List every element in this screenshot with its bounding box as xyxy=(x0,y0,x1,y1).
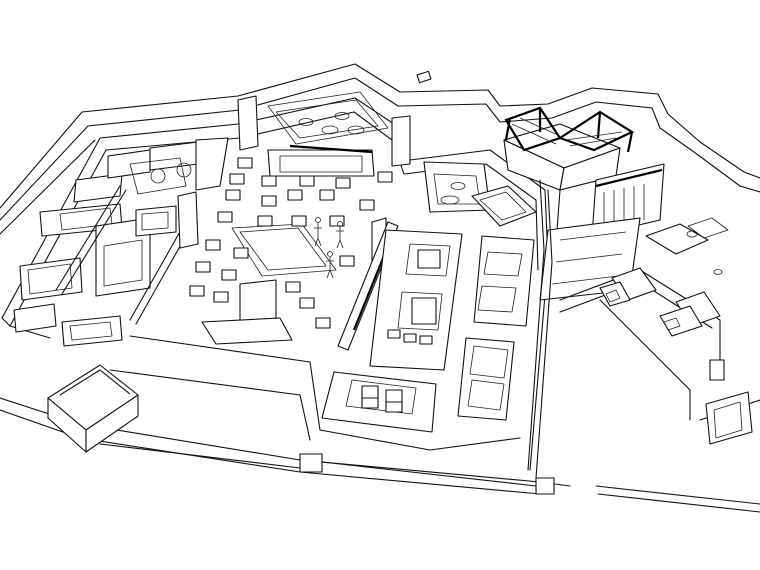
people-figures xyxy=(314,217,344,279)
bar-counter xyxy=(267,144,375,177)
right-dining-rooms xyxy=(321,229,535,433)
entrance-block xyxy=(47,364,139,453)
dining-tables xyxy=(189,157,393,345)
upper-right-lounge xyxy=(423,161,537,227)
left-booth-rooms xyxy=(13,137,229,347)
skylight-block xyxy=(416,70,432,84)
right-annex xyxy=(559,217,760,445)
bottom-wall-segments xyxy=(99,443,555,495)
upper-lounge xyxy=(267,91,389,145)
